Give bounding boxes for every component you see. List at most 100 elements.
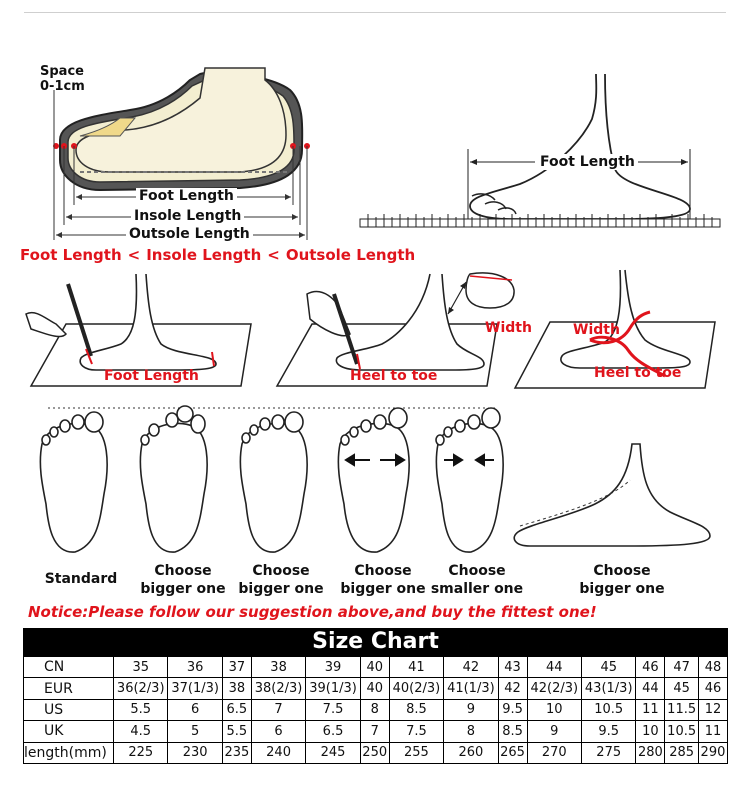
size-cell: 44: [635, 677, 666, 700]
size-cell: 11.5: [664, 698, 699, 722]
ruler-foot-length-label: Foot Length: [537, 154, 638, 170]
size-cell: 275: [580, 741, 637, 765]
step2-label: Heel to toe: [350, 368, 438, 384]
caption-standard: Standard: [44, 571, 118, 587]
dim-outsole-length: Outsole Length: [126, 226, 253, 242]
size-cell: 10: [635, 720, 666, 743]
size-cell: 260: [443, 741, 499, 765]
size-cell: 39: [305, 655, 361, 679]
size-cell: 6.5: [305, 720, 361, 743]
size-cell: 40: [359, 677, 390, 700]
size-cell: 45: [580, 655, 637, 679]
size-cell: 5: [167, 720, 223, 743]
size-cell: 35: [112, 655, 169, 679]
foot-ruler-diagram: [359, 73, 721, 228]
size-cell: 5.5: [221, 720, 252, 743]
size-cell: 47: [664, 655, 699, 679]
size-cell: 280: [635, 741, 666, 765]
size-cell: 37: [221, 655, 252, 679]
size-cell: 38(2/3): [250, 677, 307, 700]
size-cell: 9: [443, 698, 499, 722]
foot-types-diagram: [39, 405, 711, 553]
size-cell: 7: [359, 720, 390, 743]
size-cell: 40: [359, 655, 390, 679]
size-cell: 250: [359, 741, 390, 765]
size-cell: 44: [526, 655, 582, 679]
size-cell: 40(2/3): [388, 677, 445, 700]
measure-step-1: [25, 273, 252, 387]
size-cell: 11: [635, 698, 666, 722]
size-cell: 45: [664, 677, 699, 700]
size-cell: 36(2/3): [112, 677, 169, 700]
size-cell: 235: [221, 741, 252, 765]
size-row-label: EUR: [23, 677, 114, 700]
size-cell: 270: [526, 741, 582, 765]
size-cell: 12: [697, 698, 729, 722]
step3-width-label: Width: [485, 320, 532, 336]
size-row-label: CN: [23, 655, 114, 679]
size-cell: 38: [221, 677, 252, 700]
size-cell: 42(2/3): [526, 677, 582, 700]
size-row-label: length(mm): [23, 741, 114, 765]
size-cell: 41: [388, 655, 445, 679]
size-cell: 38: [250, 655, 307, 679]
size-cell: 42: [443, 655, 499, 679]
step4-width-label: Width: [573, 322, 620, 338]
size-cell: 245: [305, 741, 361, 765]
size-cell: 43: [497, 655, 528, 679]
size-cell: 43(1/3): [580, 677, 637, 700]
size-cell: 46: [697, 677, 729, 700]
length-comparison: Foot Length<Insole Length<Outsole Length: [20, 246, 416, 264]
size-cell: 10.5: [664, 720, 699, 743]
size-cell: 290: [697, 741, 729, 765]
shoe-section-diagram: [53, 67, 310, 240]
size-cell: 9.5: [580, 720, 637, 743]
size-cell: 240: [250, 741, 307, 765]
size-cell: 8: [443, 720, 499, 743]
size-row-label: US: [23, 698, 114, 722]
size-cell: 9: [526, 720, 582, 743]
dim-foot-length: Foot Length: [136, 188, 237, 204]
size-cell: 41(1/3): [443, 677, 499, 700]
size-chart-title: Size Chart: [23, 628, 728, 656]
size-cell: 10: [526, 698, 582, 722]
size-row-label: UK: [23, 720, 114, 743]
size-cell: 8.5: [388, 698, 445, 722]
size-cell: 255: [388, 741, 445, 765]
space-label: Space 0-1cm: [40, 64, 85, 94]
size-cell: 46: [635, 655, 666, 679]
size-cell: 37(1/3): [167, 677, 223, 700]
size-cell: 8.5: [497, 720, 528, 743]
step4-heel-label: Heel to toe: [594, 365, 682, 381]
top-divider: [24, 12, 726, 13]
size-cell: 48: [697, 655, 729, 679]
size-cell: 42: [497, 677, 528, 700]
measure-step-2: [275, 273, 498, 387]
step1-label: Foot Length: [104, 368, 199, 384]
size-cell: 265: [497, 741, 528, 765]
size-cell: 6.5: [221, 698, 252, 722]
size-cell: 11: [697, 720, 729, 743]
size-cell: 36: [167, 655, 223, 679]
size-cell: 7.5: [388, 720, 445, 743]
dim-insole-length: Insole Length: [131, 208, 245, 224]
size-cell: 39(1/3): [305, 677, 361, 700]
notice-text: Notice:Please follow our suggestion abov…: [28, 603, 597, 621]
size-cell: 4.5: [112, 720, 169, 743]
size-cell: 8: [359, 698, 390, 722]
size-cell: 230: [167, 741, 223, 765]
size-cell: 6: [167, 698, 223, 722]
size-cell: 225: [112, 741, 169, 765]
size-cell: 7.5: [305, 698, 361, 722]
